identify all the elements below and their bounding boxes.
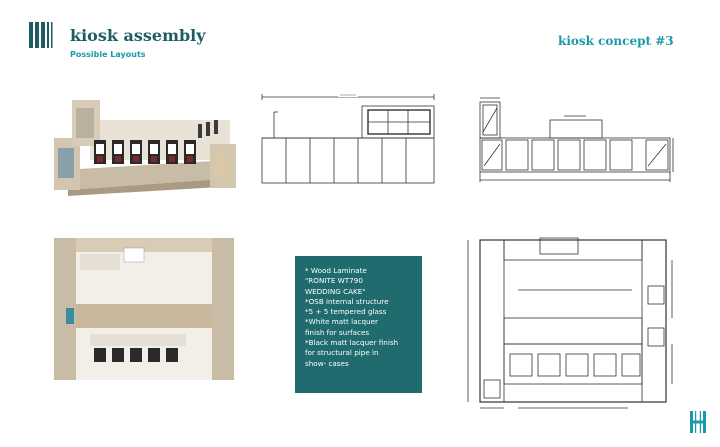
- floor-plan-drawing: [467, 237, 673, 409]
- concept-label: kiosk concept #3: [558, 34, 674, 48]
- spec-line: "RONITE WT790: [305, 276, 363, 286]
- front-elevation-drawing: [261, 93, 435, 184]
- spec-line: *Black matt lacquer finish: [305, 338, 399, 348]
- spec-line: finish for surfaces: [305, 327, 370, 337]
- specifications-box: * Wood Laminate "RONITE WT790 WEDDING CA…: [295, 256, 422, 393]
- kiosk-perspective-render: [54, 100, 236, 196]
- page-title: kiosk assembly: [70, 26, 206, 45]
- spec-line: *OSB internal structure: [305, 296, 389, 306]
- spec-line: show- cases: [305, 358, 349, 368]
- spec-line: *White matt lacquer: [305, 317, 378, 327]
- spec-line: WEDDING CAKE": [305, 286, 366, 296]
- page-subtitle: Possible Layouts: [70, 50, 146, 59]
- spec-line: *5 + 5 tempered glass: [305, 307, 387, 317]
- rear-elevation-drawing: [479, 97, 674, 182]
- spec-line: * Wood Laminate: [305, 266, 367, 275]
- spec-line: for structural pipe in: [305, 348, 379, 358]
- brand-logo-icon: [29, 22, 53, 48]
- kiosk-top-view-render: [54, 238, 234, 380]
- h-monogram-icon: [690, 411, 706, 433]
